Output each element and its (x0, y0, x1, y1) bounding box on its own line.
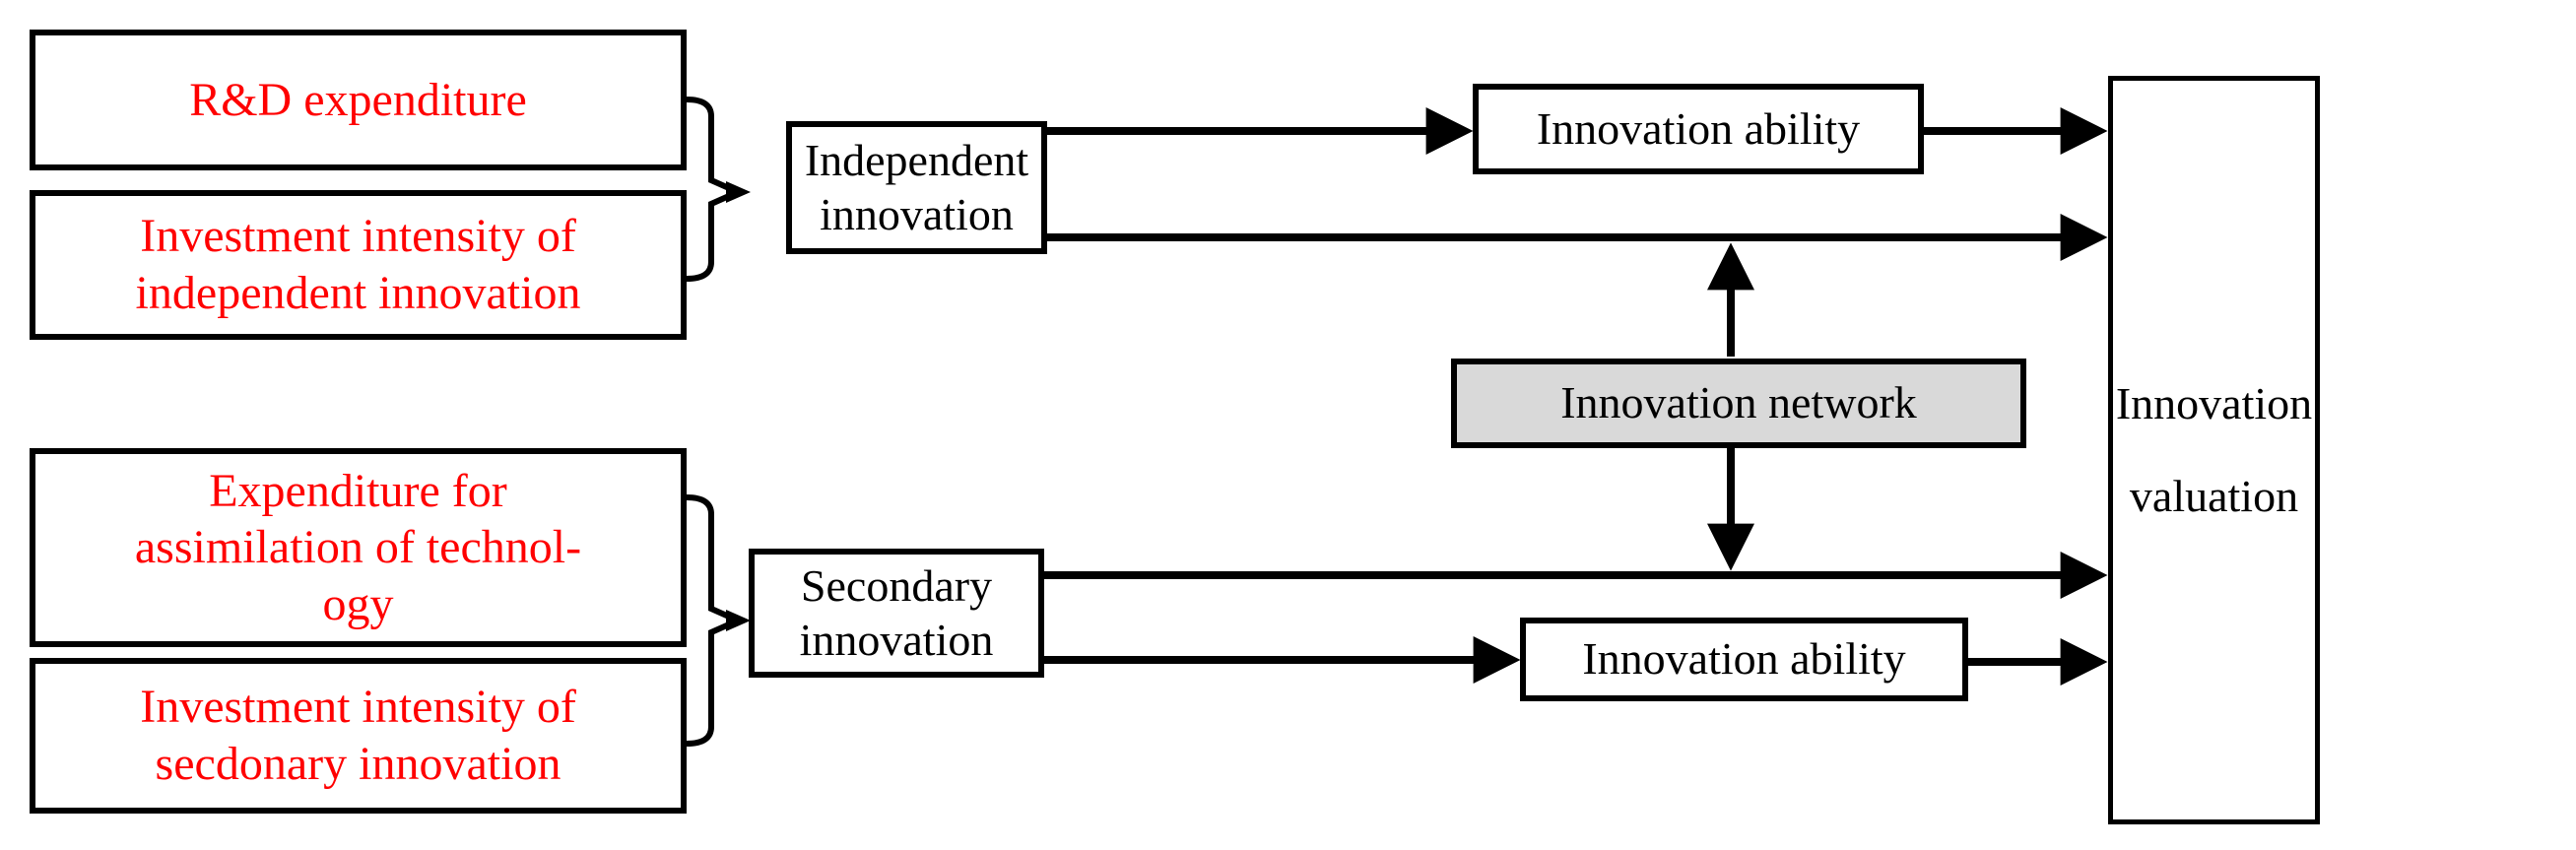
box-label-line: Secondary (800, 560, 993, 612)
box-independent-innovation: Independent innovation (786, 121, 1047, 254)
box-secondary-innovation: Secondary innovation (749, 549, 1044, 678)
box-rd-expenditure: R&D expenditure (30, 30, 687, 170)
box-label-line: independent innovation (135, 267, 581, 319)
box-label-line: Innovation (2115, 377, 2313, 428)
brace-independent-group (686, 97, 746, 282)
box-label-line: innovation (799, 614, 994, 665)
box-investment-intensity-independent: Investment intensity of independent inno… (30, 190, 687, 340)
box-label-line: secdonary innovation (155, 738, 561, 790)
box-label-line: innovation (820, 188, 1014, 239)
box-label-line: Independent (804, 135, 1029, 186)
box-label-line: Investment intensity of (140, 681, 576, 734)
box-expenditure-assimilation: Expenditure for assimilation of technol-… (30, 448, 687, 647)
box-innovation-ability-bottom: Innovation ability (1520, 618, 1968, 701)
box-investment-intensity-secondary: Investment intensity of secdonary innova… (30, 658, 687, 814)
box-label: Innovation network (1560, 377, 1917, 428)
brace-arrow-icon (726, 181, 751, 203)
box-label: Innovation ability (1536, 102, 1861, 154)
box-label-line: Investment intensity of (140, 210, 576, 263)
box-label-line: assimilation of technol- (134, 521, 582, 574)
box-innovation-ability-top: Innovation ability (1473, 84, 1924, 174)
box-label-line: valuation (2129, 471, 2299, 521)
brace-secondary-group (686, 494, 746, 747)
box-label-line: Expenditure for (209, 464, 507, 517)
box-innovation-valuation: Innovation valuation (2108, 76, 2320, 824)
box-label: Innovation ability (1582, 633, 1906, 685)
box-label-line: ogy (322, 577, 394, 630)
box-label: R&D expenditure (189, 73, 527, 126)
box-innovation-network: Innovation network (1451, 359, 2026, 448)
brace-arrow-icon (726, 610, 751, 631)
